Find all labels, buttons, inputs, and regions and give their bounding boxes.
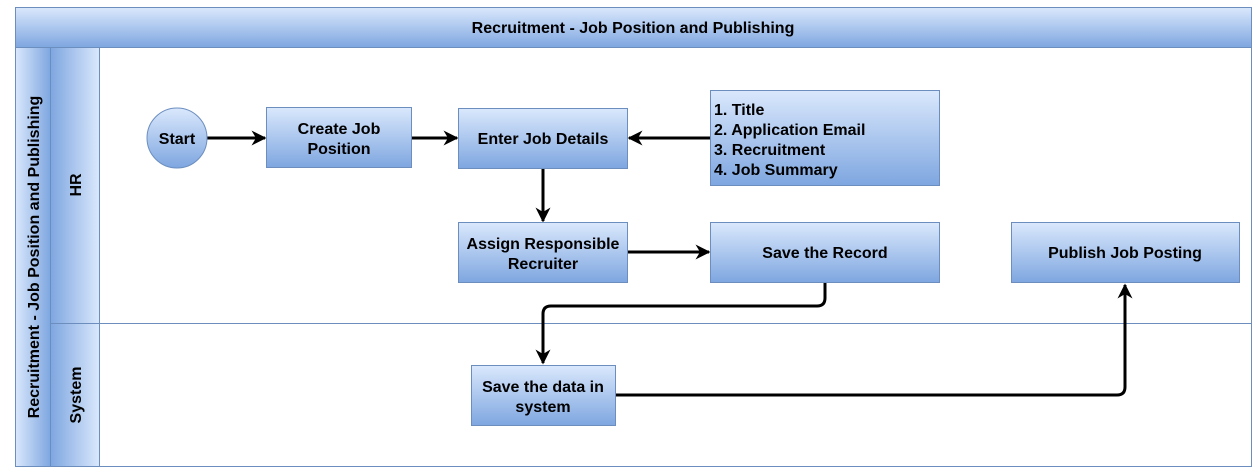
save-record-label: Save the Record [762, 245, 887, 262]
lane-system-label: System [68, 367, 85, 424]
pool-side-header: Recruitment - Job Position and Publishin… [15, 47, 51, 467]
save-record-box: Save the Record [710, 222, 940, 283]
pool-title-bar: Recruitment - Job Position and Publishin… [15, 7, 1252, 48]
enter-details-label: Enter Job Details [478, 131, 609, 148]
field-item: 3. Recruitment [714, 142, 826, 159]
assign-recruiter-box: Assign Responsible Recruiter [458, 222, 628, 283]
pool-side-label: Recruitment - Job Position and Publishin… [26, 96, 43, 419]
save-data-label-line1: Save the data in [482, 379, 604, 396]
arrow-save-to-system [535, 282, 827, 365]
assign-label-line1: Assign Responsible [467, 236, 620, 253]
create-job-label-line1: Create Job [298, 121, 381, 138]
pool-title: Recruitment - Job Position and Publishin… [472, 20, 795, 37]
create-job-position-box: Create Job Position [266, 107, 412, 168]
save-data-system-box: Save the data in system [471, 365, 616, 426]
publish-job-posting-box: Publish Job Posting [1011, 222, 1240, 283]
start-node: Start [146, 107, 208, 169]
field-item: 2. Application Email [714, 122, 865, 139]
field-item: 1. Title [714, 102, 764, 119]
enter-job-details-box: Enter Job Details [458, 108, 628, 169]
field-item: 4. Job Summary [714, 162, 838, 179]
job-fields-box: 1. Title 2. Application Email 3. Recruit… [710, 90, 940, 186]
save-data-label-line2: system [515, 399, 570, 416]
create-job-label-line2: Position [307, 141, 370, 158]
start-label: Start [159, 131, 196, 148]
publish-label: Publish Job Posting [1048, 245, 1202, 262]
assign-label-line2: Recruiter [508, 256, 578, 273]
lane-hr-label: HR [68, 173, 85, 197]
arrow-system-to-publish [615, 283, 1133, 397]
connectors [207, 130, 1133, 397]
